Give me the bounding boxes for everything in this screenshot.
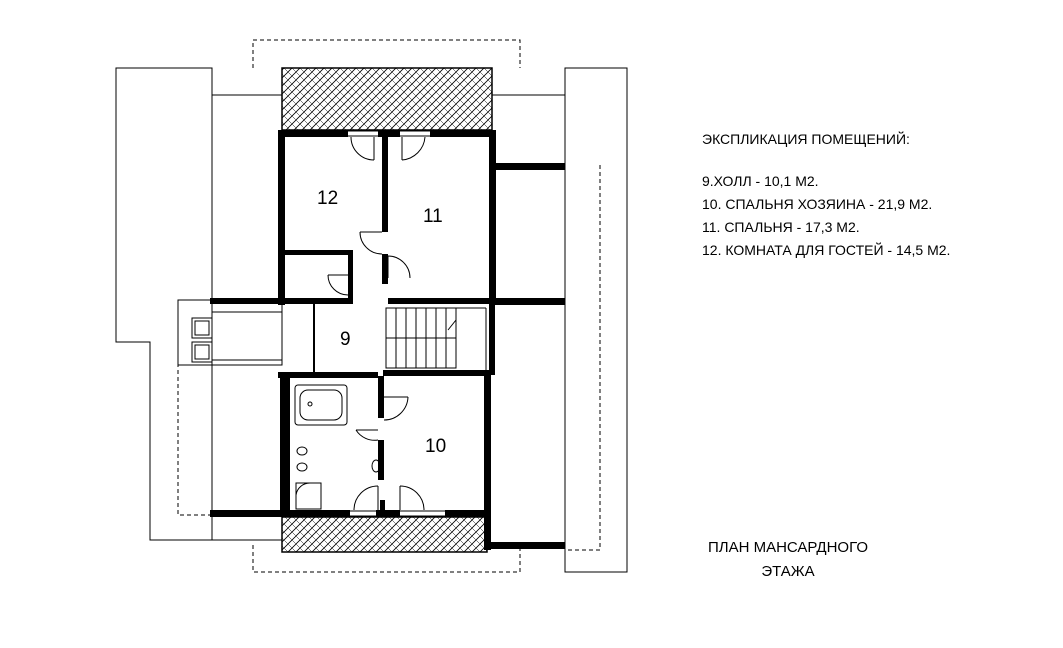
building-outline <box>115 67 628 573</box>
doors <box>327 136 426 511</box>
room-label-10: 10 <box>425 436 446 457</box>
room-legend: ЭКСПЛИКАЦИЯ ПОМЕЩЕНИЙ: 9.ХОЛЛ - 10,1 М2.… <box>702 128 950 262</box>
legend-item: 12. КОМНАТА ДЛЯ ГОСТЕЙ - 14,5 М2. <box>702 242 951 258</box>
legend-item: 11. СПАЛЬНЯ - 17,3 М2. <box>702 219 860 235</box>
balcony-bottom <box>281 516 488 553</box>
caption-line-2: ЭТАЖА <box>761 563 815 580</box>
staircase <box>385 307 487 370</box>
bathroom-fixtures <box>294 384 381 510</box>
plan-caption: ПЛАН МАНСАРДНОГО ЭТАЖА <box>690 536 886 584</box>
left-terrace <box>177 299 283 366</box>
balcony-top <box>281 67 493 131</box>
legend-title: ЭКСПЛИКАЦИЯ ПОМЕЩЕНИЙ: <box>702 131 910 147</box>
windows <box>212 130 445 517</box>
room-label-11: 11 <box>423 206 443 227</box>
room-label-12: 12 <box>317 188 338 209</box>
caption-line-1: ПЛАН МАНСАРДНОГО <box>707 539 869 556</box>
roof-outline <box>177 39 601 573</box>
walls <box>210 130 565 550</box>
room-label-9: 9 <box>340 329 351 350</box>
legend-item: 10. СПАЛЬНЯ ХОЗЯИНА - 21,9 М2. <box>702 196 933 212</box>
legend-item: 9.ХОЛЛ - 10,1 М2. <box>702 173 819 189</box>
